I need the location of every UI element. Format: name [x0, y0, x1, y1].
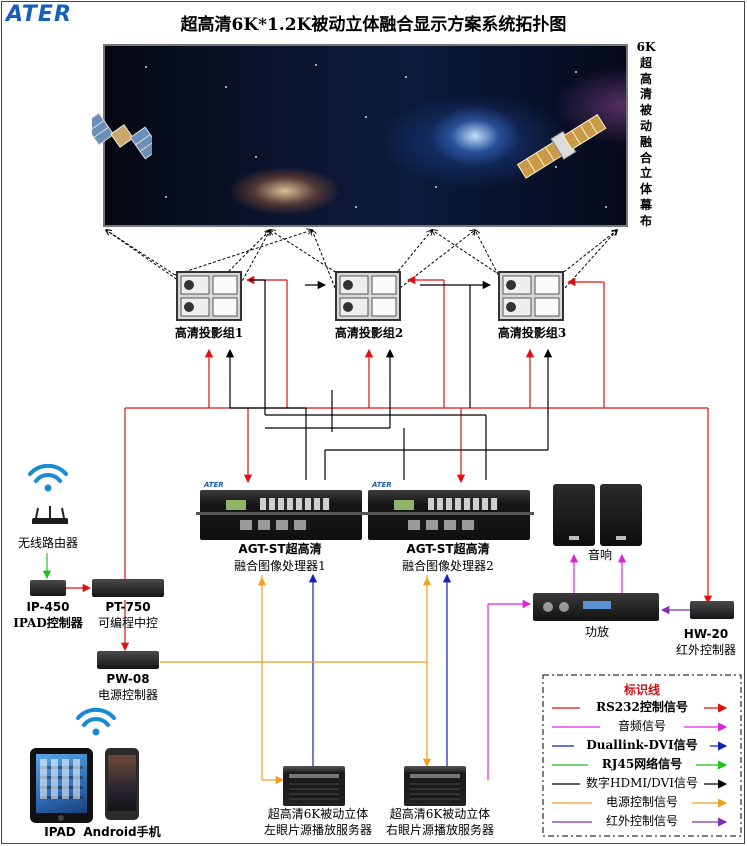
- processor-1-brand: ATER: [204, 481, 224, 489]
- legend-rj45: RJ45网络信号: [588, 756, 696, 772]
- ports-icon: [408, 520, 478, 530]
- right-server-line1: 超高清6K被动立体: [389, 807, 491, 821]
- ip450-label: IPAD控制器: [13, 616, 83, 630]
- android-label: Android手机: [83, 825, 161, 839]
- projector-group-3-label: 高清投影组3: [497, 326, 567, 340]
- processor-2-brand: ATER: [372, 481, 392, 489]
- wifi-dot-icon: [44, 484, 52, 492]
- ip450-model: IP-450: [26, 600, 70, 614]
- ipad-label: IPAD: [44, 825, 76, 839]
- pw08-model: PW-08: [106, 672, 150, 686]
- pt750-model: PT-750: [105, 600, 151, 614]
- wifi-icon-mobile: [76, 707, 116, 727]
- speaker-left-icon: [553, 484, 595, 546]
- left-eye-server-icon: [283, 766, 345, 806]
- processor-1-line1: AGT-ST超高清: [238, 542, 322, 556]
- pt750-controller-icon: [92, 579, 164, 597]
- hw20-label: 红外控制器: [675, 643, 736, 657]
- ip450-controller-icon: [30, 580, 66, 596]
- legend-ir: 红外控制信号: [592, 813, 692, 829]
- projector-group-2-icon: [335, 271, 401, 321]
- legend-rs232: RS232控制信号: [580, 699, 704, 715]
- wifi-icon: [28, 463, 68, 483]
- right-server-line2: 右眼片源播放服务器: [385, 823, 494, 837]
- speaker-label: 音响: [587, 548, 612, 562]
- keypad-icon: [260, 498, 330, 510]
- ports-icon: [240, 520, 310, 530]
- satellite-right-icon: [516, 113, 607, 179]
- satellite-left-icon: [92, 112, 152, 160]
- legend-power: 电源控制信号: [592, 794, 692, 810]
- android-phone-icon: [105, 748, 139, 820]
- ipad-icon: [30, 748, 93, 823]
- processor-2-line2: 融合图像处理器2: [402, 559, 494, 573]
- legend-hdmi: 数字HDMI/DVI信号: [580, 775, 704, 791]
- processor-2: ATER: [364, 481, 534, 540]
- projector-group-2-label: 高清投影组2: [334, 326, 404, 340]
- left-server-line1: 超高清6K被动立体: [267, 807, 369, 821]
- keypad-icon: [428, 498, 498, 510]
- router-icon: [32, 506, 68, 524]
- amplifier-label: 功放: [584, 625, 609, 639]
- hw20-model: HW-20: [683, 627, 729, 641]
- pw08-label: 电源控制器: [97, 688, 158, 702]
- processor-1: ATER: [196, 481, 366, 540]
- amplifier-icon: [533, 593, 659, 621]
- lcd-display-icon: [226, 500, 246, 510]
- projector-group-1-icon: [176, 271, 242, 321]
- rack-rail: [196, 512, 366, 515]
- brand-logo: ATER: [6, 2, 72, 27]
- legend-audio: 音频信号: [600, 718, 684, 734]
- screen-label: 6K超高清被动融合立体幕布: [636, 40, 656, 228]
- processor-1-line2: 融合图像处理器1: [234, 559, 326, 573]
- router-label: 无线路由器: [17, 536, 78, 550]
- left-server-line2: 左眼片源播放服务器: [263, 823, 372, 837]
- legend-dvi: Duallink-DVI信号: [574, 737, 710, 753]
- pw08-controller-icon: [97, 651, 159, 669]
- legend-title: 标识线: [623, 683, 660, 697]
- speaker-right-icon: [600, 484, 642, 546]
- lcd-display-icon: [394, 500, 414, 510]
- projector-group-3-icon: [498, 271, 564, 321]
- rack-rail: [364, 512, 534, 515]
- projector-group-1-label: 高清投影组1: [174, 326, 244, 340]
- right-eye-server-icon: [404, 766, 466, 806]
- pt750-label: 可编程中控: [97, 616, 158, 630]
- ir-controller-icon: [690, 601, 734, 619]
- diagram-title: 超高清6K*1.2K被动立体融合显示方案系统拓扑图: [180, 15, 567, 35]
- processor-2-line1: AGT-ST超高清: [406, 542, 490, 556]
